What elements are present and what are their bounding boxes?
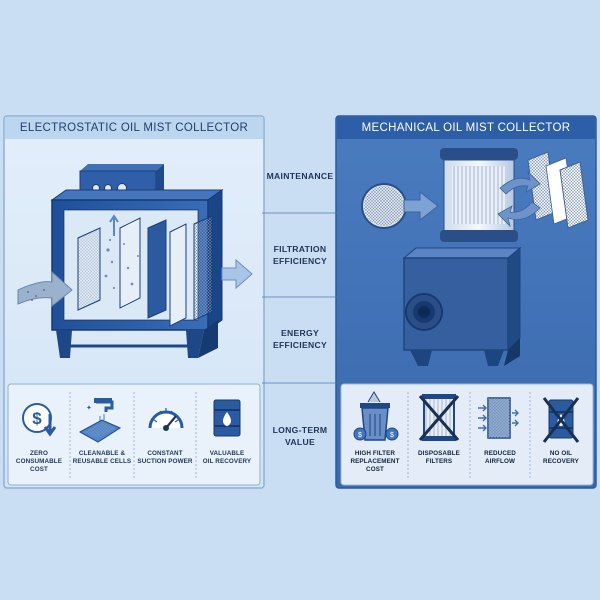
criterion-line: FILTRATION: [273, 244, 327, 254]
feature-line: REUSABLE CELLS: [72, 458, 132, 465]
right-panel-title: MECHANICAL OIL MIST COLLECTOR: [361, 122, 571, 134]
svg-text:$: $: [32, 409, 42, 428]
feature-cleanable-reusable-cells: CLEANABLE & REUSABLE CELLS: [70, 450, 134, 466]
criterion-line: VALUE: [285, 437, 315, 447]
feature-line: OIL RECOVERY: [202, 458, 252, 465]
svg-text:$: $: [358, 432, 362, 439]
feature-line: CLEANABLE &: [78, 450, 126, 457]
criteria-dividers: [262, 212, 338, 384]
feature-line: CONSTANT: [147, 450, 183, 457]
criterion-energy-efficiency: ENERGY EFFICIENCY: [262, 327, 338, 351]
electrostatic-unit-illustration: [17, 164, 253, 358]
faucet-washing-cell-icon: ✦: [78, 398, 122, 443]
crossed-oil-barrel-icon: [542, 397, 580, 443]
criterion-filtration-efficiency: FILTRATION EFFICIENCY: [262, 243, 338, 267]
crossed-filter-icon: [418, 394, 460, 441]
feature-line: FILTERS: [425, 458, 453, 465]
feature-disposable-filters: DISPOSABLE FILTERS: [408, 450, 470, 466]
feature-no-oil-recovery: NO OIL RECOVERY: [530, 450, 592, 466]
svg-text:✦: ✦: [86, 404, 92, 412]
feature-line: REDUCED: [484, 450, 516, 457]
feature-line: COST: [366, 466, 384, 473]
dollar-down-arrow-icon: $: [22, 403, 57, 437]
feature-line: COST: [30, 466, 48, 473]
criterion-line: LONG-TERM: [272, 425, 328, 435]
feature-reduced-airflow: REDUCED AIRFLOW: [470, 450, 530, 466]
restricted-airflow-filter-icon: [478, 397, 519, 439]
feature-line: DISPOSABLE: [418, 450, 460, 457]
mechanical-unit-illustration: [361, 148, 589, 366]
criterion-line: EFFICIENCY: [272, 256, 328, 266]
feature-constant-suction-power: CONSTANT SUCTION POWER: [134, 450, 196, 466]
oil-barrel-drop-icon: [213, 399, 241, 437]
feature-line: RECOVERY: [543, 458, 579, 465]
criterion-maintenance: MAINTENANCE: [262, 170, 338, 182]
feature-zero-consumable-cost: ZERO CONSUMABLE COST: [10, 450, 68, 474]
criterion-line: ENERGY: [280, 328, 320, 338]
gauge-icon: [148, 408, 184, 431]
left-panel-title: ELECTROSTATIC OIL MIST COLLECTOR: [19, 122, 249, 134]
feature-high-filter-replacement-cost: HIGH FILTER REPLACEMENT COST: [342, 450, 408, 474]
feature-line: ZERO: [30, 450, 48, 457]
criterion-long-term-value: LONG-TERM VALUE: [262, 424, 338, 448]
feature-line: REPLACEMENT: [350, 458, 400, 465]
feature-valuable-oil-recovery: VALUABLE OIL RECOVERY: [196, 450, 258, 466]
criterion-line: EFFICIENCY: [272, 340, 328, 350]
svg-text:$: $: [390, 432, 394, 439]
feature-line: HIGH FILTER: [354, 450, 396, 457]
feature-line: NO OIL: [549, 450, 573, 457]
trash-can-coins-icon: $ $: [353, 391, 399, 441]
criterion-line: MAINTENANCE: [266, 171, 334, 181]
feature-line: VALUABLE: [209, 450, 245, 457]
feature-line: SUCTION POWER: [137, 458, 193, 465]
feature-line: CONSUMABLE: [15, 458, 63, 465]
feature-line: AIRFLOW: [484, 458, 516, 465]
